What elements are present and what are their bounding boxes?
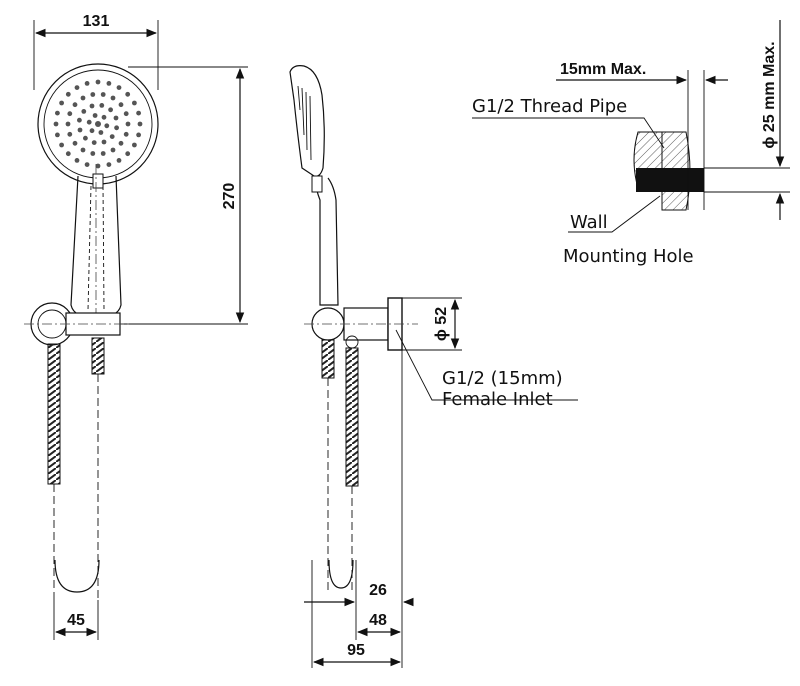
nozzle-dot (67, 131, 73, 137)
nozzle-dot (55, 132, 60, 138)
nozzle-dot (77, 127, 83, 133)
shower-nozzles (53, 79, 143, 169)
nozzle-dot (77, 117, 82, 123)
nozzle-dot (72, 102, 78, 108)
hose-coil-left (47, 343, 61, 485)
nozzle-dot (83, 135, 88, 141)
depth-mid-label: 48 (369, 612, 387, 629)
nozzle-dot (116, 158, 122, 163)
nozzle-dot (116, 85, 122, 90)
nozzle-dot (110, 147, 116, 153)
depth-total-label: 95 (347, 642, 365, 659)
nozzle-dot (91, 140, 97, 146)
nozzle-dot (84, 81, 90, 86)
hose-loop-side (328, 559, 354, 589)
nozzle-dot (95, 79, 101, 85)
inlet-label-line1: G1/2 (15mm) (442, 368, 563, 389)
hose-loop (54, 559, 100, 593)
nozzle-dot (59, 142, 64, 148)
nozzle-dot (118, 140, 124, 146)
nozzle-dot (65, 91, 71, 97)
nozzle-dot (136, 110, 142, 116)
nozzle-dot (123, 111, 129, 117)
side-view: ϕ 52 G1/2 (15mm) Female Inlet 26 48 95 (289, 65, 578, 668)
wall-leader (568, 195, 661, 233)
nozzle-dot (101, 114, 107, 120)
front-view: 131 270 45 (24, 13, 248, 640)
hose-coil-side-right (345, 347, 359, 487)
nozzle-dot (55, 110, 60, 116)
nozzle-dot (109, 134, 115, 140)
wall-detail: 15mm Max. ϕ 25 mm Max. G1/2 Thread Pipe … (472, 20, 790, 267)
nozzle-dot (132, 100, 137, 106)
nozzle-dot (106, 162, 112, 168)
nozzle-dot (89, 128, 95, 134)
thread-pipe-label: G1/2 Thread Pipe (472, 96, 627, 117)
nozzle-dot (74, 158, 80, 163)
nozzle-dot (106, 81, 112, 86)
projection-label: 15mm Max. (560, 61, 646, 78)
nozzle-dot (101, 139, 107, 145)
nozzle-dot (65, 121, 71, 127)
shower-head-face-lines (297, 85, 312, 161)
wall-label: Wall (570, 212, 608, 233)
nozzle-dot (125, 91, 131, 97)
nozzle-dot (90, 151, 96, 156)
thread-pipe (636, 168, 704, 192)
hose-coil-right (91, 337, 105, 375)
nozzle-dot (137, 121, 143, 127)
nozzle-dot (80, 95, 86, 101)
inlet-leader (395, 329, 578, 401)
nozzle-dot (92, 113, 98, 118)
nozzle-dot (90, 92, 96, 97)
nozzle-dot (123, 131, 129, 137)
hose-offset-label: 45 (67, 612, 85, 629)
inlet-label-line2: Female Inlet (442, 389, 553, 410)
nozzle-dot (110, 95, 116, 101)
nozzle-dot (136, 132, 142, 138)
nozzle-dot (59, 100, 64, 106)
bracket-dia-label: ϕ 52 (433, 307, 450, 341)
hose-coil-side-left (321, 339, 335, 379)
nozzle-dot (100, 92, 106, 97)
nozzle-dot (84, 162, 90, 168)
nozzle-dot (125, 151, 131, 157)
nozzle-dot (89, 103, 95, 109)
nozzle-dot (113, 115, 119, 121)
nozzle-dot (80, 147, 86, 153)
nozzle-dot (95, 163, 101, 169)
nozzle-dot (132, 142, 137, 148)
nozzle-dot (95, 121, 101, 127)
handle-neck (92, 173, 104, 189)
handle-neck-side (311, 175, 323, 193)
mounting-hole-label: Mounting Hole (563, 246, 694, 267)
hole-dia-label: ϕ 25 mm Max. (761, 41, 778, 148)
nozzle-dot (99, 103, 105, 108)
handle-side (313, 175, 339, 306)
head-width-label: 131 (83, 13, 110, 30)
nozzle-dot (118, 102, 124, 108)
hose-continuation (53, 374, 99, 600)
nozzle-dot (104, 123, 110, 129)
handle-hidden-line (87, 185, 92, 311)
nozzle-dot (65, 151, 71, 157)
shower-head-side (289, 65, 325, 177)
nozzle-dot (98, 130, 104, 135)
nozzle-dot (86, 119, 92, 125)
thread-pipe-leader (472, 117, 665, 149)
nozzle-dot (125, 121, 131, 127)
nozzle-dot (100, 151, 106, 156)
height-label: 270 (221, 183, 238, 210)
nozzle-dot (81, 109, 87, 114)
nozzle-dot (67, 111, 73, 117)
nozzle-dot (108, 107, 113, 113)
depth-small-label: 26 (369, 582, 387, 599)
nozzle-dot (72, 140, 78, 146)
nozzle-dot (74, 85, 80, 90)
handle-hidden-line (102, 185, 105, 311)
nozzle-dot (114, 125, 119, 131)
nozzle-dot (53, 121, 59, 127)
